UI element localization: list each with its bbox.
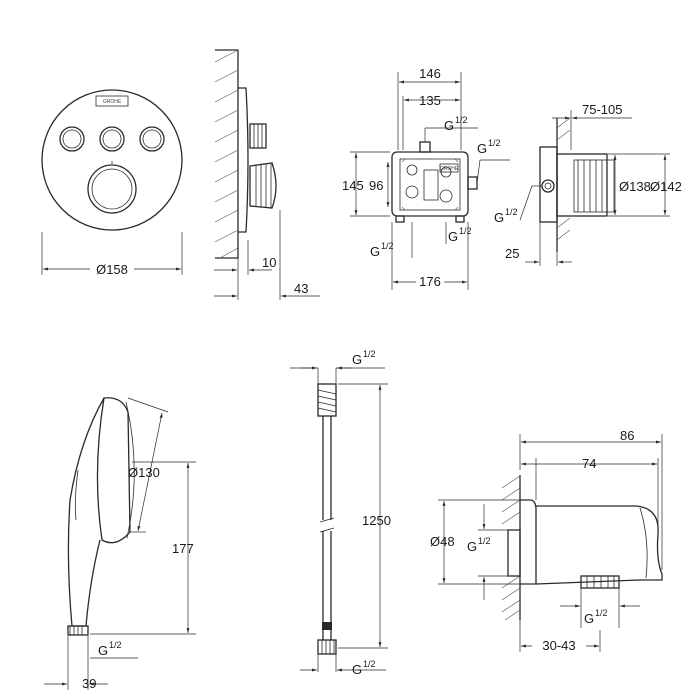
shower-head: [96, 397, 131, 544]
dim-d142: Ø142: [650, 179, 682, 194]
g-box-bl: G: [370, 244, 380, 259]
g-box-right: G: [477, 141, 487, 156]
front-plate-outline: [41, 89, 183, 231]
front-plate-view: GROHE Ø158: [41, 89, 183, 277]
dim-w39: 39: [82, 676, 96, 691]
hose-bottom-nut: [317, 639, 337, 655]
logo-text: GROHE: [103, 99, 122, 105]
dim-w30-43: 30-43: [542, 638, 575, 653]
side-knob: [249, 162, 277, 209]
dim-w176: 176: [419, 274, 441, 289]
push-button-2: [99, 126, 125, 152]
box-top-port: [419, 141, 431, 153]
g-side: G: [494, 210, 504, 225]
dim-h177: 177: [172, 541, 194, 556]
dim-d158: Ø158: [96, 262, 128, 277]
dim-h96: 96: [369, 178, 383, 193]
wall-outlet-elbow-view: 86 74 Ø48 G 1/2 G 1/2 30-43: [430, 428, 663, 653]
dim-d138: Ø138: [619, 179, 651, 194]
dim-h145: 145: [342, 178, 364, 193]
g-box-top-frac: 1/2: [455, 115, 468, 125]
g-elbow-left: G: [467, 539, 477, 554]
g-elbow-bot: G: [584, 611, 594, 626]
box-outline: [391, 151, 469, 217]
dim-d130: Ø130: [128, 465, 160, 480]
g-side-frac: 1/2: [505, 207, 518, 217]
dim-w74: 74: [582, 456, 596, 471]
side-body: [556, 153, 608, 217]
g-hose-top-frac: 1/2: [363, 349, 376, 359]
elbow-body: [535, 505, 663, 585]
hose-cone: [322, 622, 332, 630]
box-right-port: [467, 176, 478, 190]
g-box-br-frac: 1/2: [459, 226, 472, 236]
elbow-thread: [507, 529, 521, 577]
thermostat-knob: [87, 164, 137, 214]
dim-w10: 10: [262, 255, 276, 270]
dim-w75-105: 75-105: [582, 102, 622, 117]
grohe-logo: GROHE: [95, 95, 129, 107]
box-logo-text: GROHE: [440, 166, 459, 172]
rough-in-side-view: 75-105 G 1/2 Ø138 Ø142 25: [494, 102, 682, 266]
dim-w25: 25: [505, 246, 519, 261]
elbow-rosette: [520, 499, 537, 585]
dim-w146: 146: [419, 66, 441, 81]
g-hand-frac: 1/2: [109, 640, 122, 650]
push-button-1: [59, 126, 85, 152]
g-box-right-frac: 1/2: [488, 138, 501, 148]
plate-profile: [238, 87, 249, 233]
g-hose-top: G: [352, 352, 362, 367]
dim-w43: 43: [294, 281, 308, 296]
g-elbow-bot-frac: 1/2: [595, 608, 608, 618]
g-elbow-left-frac: 1/2: [478, 536, 491, 546]
push-button-3: [139, 126, 165, 152]
g-box-br: G: [448, 229, 458, 244]
dim-w135: 135: [419, 93, 441, 108]
g-hose-bot: G: [352, 662, 362, 677]
g-box-top: G: [444, 118, 454, 133]
g-hand: G: [98, 643, 108, 658]
shower-handle: [67, 397, 105, 627]
dim-d48: Ø48: [430, 534, 455, 549]
hose-view: G 1/2 1250 G 1/2: [290, 349, 391, 677]
dim-h1250: 1250: [362, 513, 391, 528]
wall-hatching: [214, 49, 239, 259]
plate-side-view: 10 43: [214, 49, 320, 300]
g-box-bl-frac: 1/2: [381, 241, 394, 251]
g-hose-bot-frac: 1/2: [363, 659, 376, 669]
side-port: [541, 179, 555, 193]
wall-section: [215, 49, 239, 259]
rough-in-box-view: GROHE 146 135 G 1/2 G 1/2 145 96 G 1: [342, 66, 510, 290]
hand-shower-view: Ø130 177 G 1/2 39: [44, 397, 196, 691]
dim-w86: 86: [620, 428, 634, 443]
elbow-outlet: [580, 575, 620, 589]
